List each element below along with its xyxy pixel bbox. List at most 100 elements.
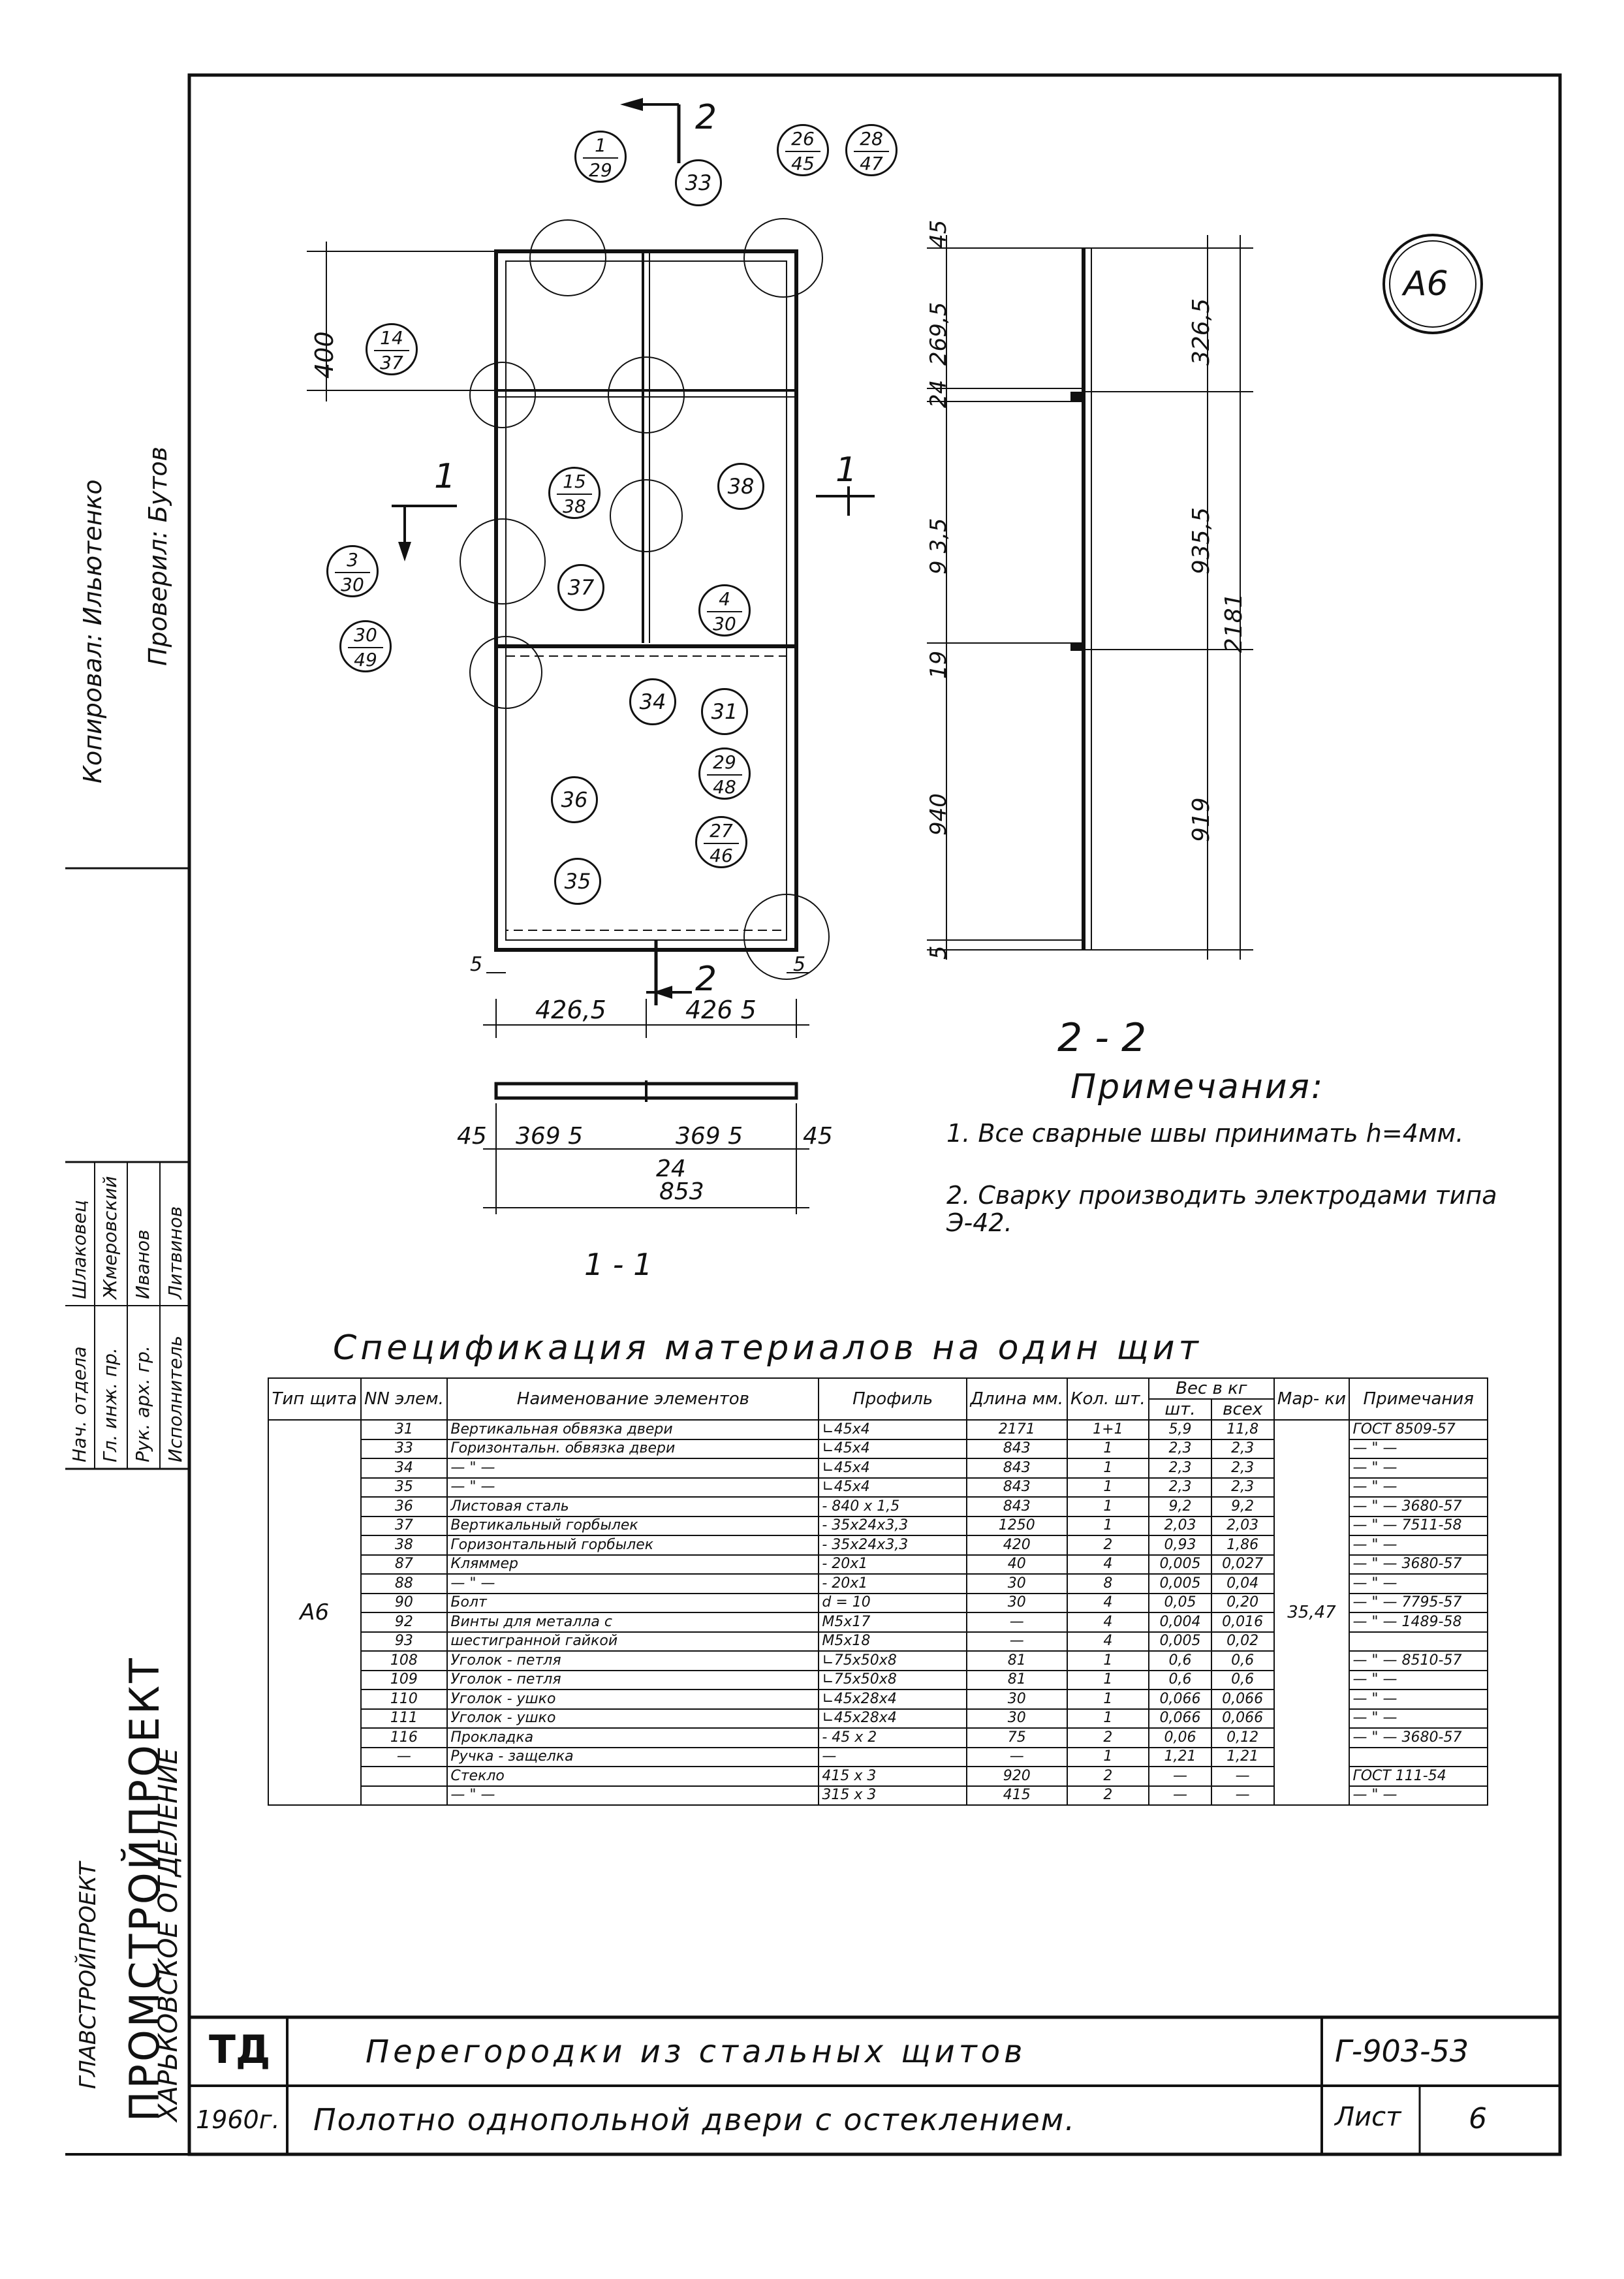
section-2-2 <box>927 235 1253 960</box>
cell-qty: 2 <box>1066 1766 1150 1787</box>
cell-name: Уголок - петля <box>446 1669 820 1690</box>
cell-profile: ∟45х4 <box>818 1438 967 1459</box>
cell-note: — " — <box>1349 1458 1488 1479</box>
cell-profile: ∟45х4 <box>818 1419 967 1440</box>
cell-note: — " — <box>1349 1535 1488 1556</box>
callout-bottom: 48 <box>713 776 736 798</box>
cell-qty: 1 <box>1066 1689 1150 1710</box>
cell-num <box>360 1766 448 1787</box>
cell-length: 843 <box>965 1477 1068 1498</box>
cell-num: 31 <box>360 1419 448 1440</box>
cell-name: — " — <box>446 1458 820 1479</box>
cell-w-all: 0,6 <box>1210 1669 1275 1690</box>
sign-role-0: Нач. отдела <box>69 1346 90 1462</box>
th-w-each: шт. <box>1148 1398 1212 1421</box>
cell-profile: - 20х1 <box>818 1554 967 1575</box>
notes-title: Примечания: <box>1070 1067 1325 1107</box>
cell-name: Вертикальный горбылек <box>446 1515 820 1536</box>
cell-profile: - 45 х 2 <box>818 1727 967 1748</box>
callout-37: 37 <box>557 564 604 611</box>
cell-name: Винты для металла с <box>446 1612 820 1633</box>
cell-w-all: — <box>1210 1766 1275 1787</box>
cell-length: 75 <box>965 1727 1068 1748</box>
cell-name: Листовая сталь <box>446 1496 820 1517</box>
checked-by: Проверил: Бутов <box>144 446 172 666</box>
tb-title-1: Перегородки из стальных щитов <box>366 2034 1027 2070</box>
cell-w-all: 2,3 <box>1210 1458 1275 1479</box>
sign-name-0: Шлаковец <box>69 1200 90 1299</box>
cell-w-each: 0,93 <box>1148 1535 1212 1556</box>
cell-profile: ∟75х50х8 <box>818 1669 967 1690</box>
callout-top: 28 <box>854 127 889 152</box>
cell-w-each: 0,005 <box>1148 1631 1212 1652</box>
cell-qty: 4 <box>1066 1554 1150 1575</box>
callout-top: 15 <box>557 470 592 495</box>
cell-note: — " — <box>1349 1438 1488 1459</box>
cell-qty: 4 <box>1066 1612 1150 1633</box>
cell-note: — " — 7511-58 <box>1349 1515 1488 1536</box>
callout-bottom: 49 <box>354 649 377 670</box>
cell-length: 30 <box>965 1689 1068 1710</box>
section-mark-1-left: 1 <box>434 457 456 496</box>
tb-sheet-label: Лист <box>1335 2102 1401 2132</box>
cell-note: — " — <box>1349 1573 1488 1594</box>
cell-w-all: 11,8 <box>1210 1419 1275 1440</box>
cell-num: 90 <box>360 1592 448 1613</box>
cell-note <box>1349 1746 1488 1767</box>
cell-length: 40 <box>965 1554 1068 1575</box>
cell-w-all: 0,066 <box>1210 1689 1275 1710</box>
cell-note: — " — <box>1349 1477 1488 1498</box>
cell-w-each: 0,6 <box>1148 1650 1212 1671</box>
callout-top: 29 <box>707 751 742 776</box>
cell-note: — " — 8510-57 <box>1349 1650 1488 1671</box>
cell-num: 36 <box>360 1496 448 1517</box>
cell-w-all: 0,02 <box>1210 1631 1275 1652</box>
cell-name: — " — <box>446 1477 820 1498</box>
cell-length: — <box>965 1746 1068 1767</box>
section-2-2-label: 2 - 2 <box>1057 1015 1147 1061</box>
th-qty: Кол. шт. <box>1066 1377 1150 1421</box>
cell-w-all: 0,20 <box>1210 1592 1275 1613</box>
sign-role-3: Исполнитель <box>164 1335 186 1462</box>
dim-45-r: 45 <box>803 1123 833 1150</box>
cell-num: 110 <box>360 1689 448 1710</box>
sign-name-2: Иванов <box>132 1229 153 1299</box>
cell-qty: 1 <box>1066 1458 1150 1479</box>
section-mark-2-top: 2 <box>695 98 717 137</box>
callout-top: 4 <box>707 588 742 612</box>
dim-2-2-left-6: 5 <box>926 945 952 960</box>
cell-w-all: 9,2 <box>1210 1496 1275 1517</box>
dim-426-5-right: 426 5 <box>685 996 757 1024</box>
cell-qty: 1 <box>1066 1438 1150 1459</box>
th-type: Тип щита <box>268 1377 362 1421</box>
cell-name: Уголок - ушко <box>446 1689 820 1710</box>
cell-length: 843 <box>965 1458 1068 1479</box>
cell-num: 37 <box>360 1515 448 1536</box>
sign-role-1: Гл. инж. пр. <box>99 1347 121 1462</box>
cell-w-each: 0,005 <box>1148 1573 1212 1594</box>
dim-5-right: 5 <box>793 953 806 976</box>
cell-length: — <box>965 1612 1068 1633</box>
spec-title: Спецификация материалов на один щит <box>333 1328 1202 1368</box>
callout-top: 3 <box>335 548 370 573</box>
cell-num: 35 <box>360 1477 448 1498</box>
dim-2-2-right-1: 935,5 <box>1188 507 1215 574</box>
cell-num: 93 <box>360 1631 448 1652</box>
dim-853: 853 <box>659 1178 704 1205</box>
cell-note: — " — <box>1349 1669 1488 1690</box>
cell-note <box>1349 1631 1488 1652</box>
cell-w-each: 0,004 <box>1148 1612 1212 1633</box>
cell-num: 87 <box>360 1554 448 1575</box>
cell-qty: 4 <box>1066 1592 1150 1613</box>
callout-38: 38 <box>717 463 764 510</box>
